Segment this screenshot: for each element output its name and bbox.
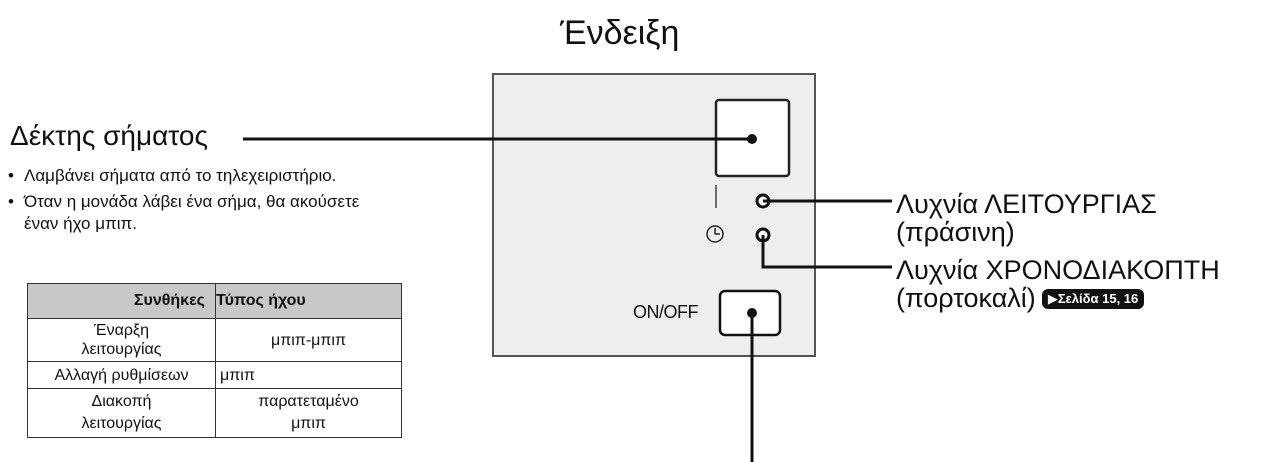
table-row: Αλλαγή ρυθμίσεων μπιπ [27, 361, 402, 389]
operation-lamp-color: (πράσινη) [896, 217, 1015, 247]
note-item: Όταν η μονάδα λάβει ένα σήμα, θα ακούσετ… [8, 191, 368, 235]
page-reference-text: Σελίδα 15, 16 [1057, 291, 1139, 306]
note-item: Λαμβάνει σήματα από το τηλεχειριστήριο. [8, 165, 368, 187]
column-header: Τύπος ήχου [215, 283, 402, 319]
table-header-row: Συνθήκες Τύπος ήχου [27, 283, 402, 319]
timer-lamp-name: Λυχνία ΧΡΟΝΟΔΙΑΚΟΠΤΗ [896, 255, 1220, 285]
condition-cell: Έναρξη λειτουργίας [27, 318, 216, 362]
operation-lamp-label: Λυχνία ΛΕΙΤΟΥΡΓΙΑΣ (πράσινη) [896, 190, 1256, 246]
sound-cell: μπιπ [215, 361, 402, 389]
column-header: Συνθήκες [27, 283, 216, 319]
onoff-label: ON/OFF [633, 302, 699, 322]
page-reference-badge[interactable]: ▶Σελίδα 15, 16 [1041, 289, 1145, 309]
table-row: Έναρξη λειτουργίας μπιπ-μπιπ [27, 318, 402, 362]
table-row: Διακοπή λειτουργίας παρατεταμένο μπιπ [27, 388, 402, 438]
signal-receiver-title: Δέκτης σήματος [10, 120, 208, 151]
timer-lamp-color: (πορτοκαλί) [896, 283, 1036, 313]
sound-table: Συνθήκες Τύπος ήχου Έναρξη λειτουργίας μ… [27, 283, 402, 438]
condition-cell: Αλλαγή ρυθμίσεων [27, 361, 216, 389]
signal-receiver-notes: Λαμβάνει σήματα από το τηλεχειριστήριο. … [8, 165, 368, 239]
clock-icon [706, 225, 724, 243]
timer-lamp-leader [761, 235, 892, 269]
timer-lamp-label: Λυχνία ΧΡΟΝΟΔΙΑΚΟΠΤΗ (πορτοκαλί)▶Σελίδα … [896, 256, 1256, 312]
play-triangle-icon: ▶ [1047, 291, 1058, 306]
sound-cell: παρατεταμένο μπιπ [215, 388, 402, 438]
sound-cell: μπιπ-μπιπ [215, 318, 402, 362]
condition-cell: Διακοπή λειτουργίας [27, 388, 216, 438]
diagram-title: Ένδειξη [560, 14, 680, 52]
operation-lamp-name: Λυχνία ΛΕΙΤΟΥΡΓΙΑΣ [896, 189, 1157, 219]
